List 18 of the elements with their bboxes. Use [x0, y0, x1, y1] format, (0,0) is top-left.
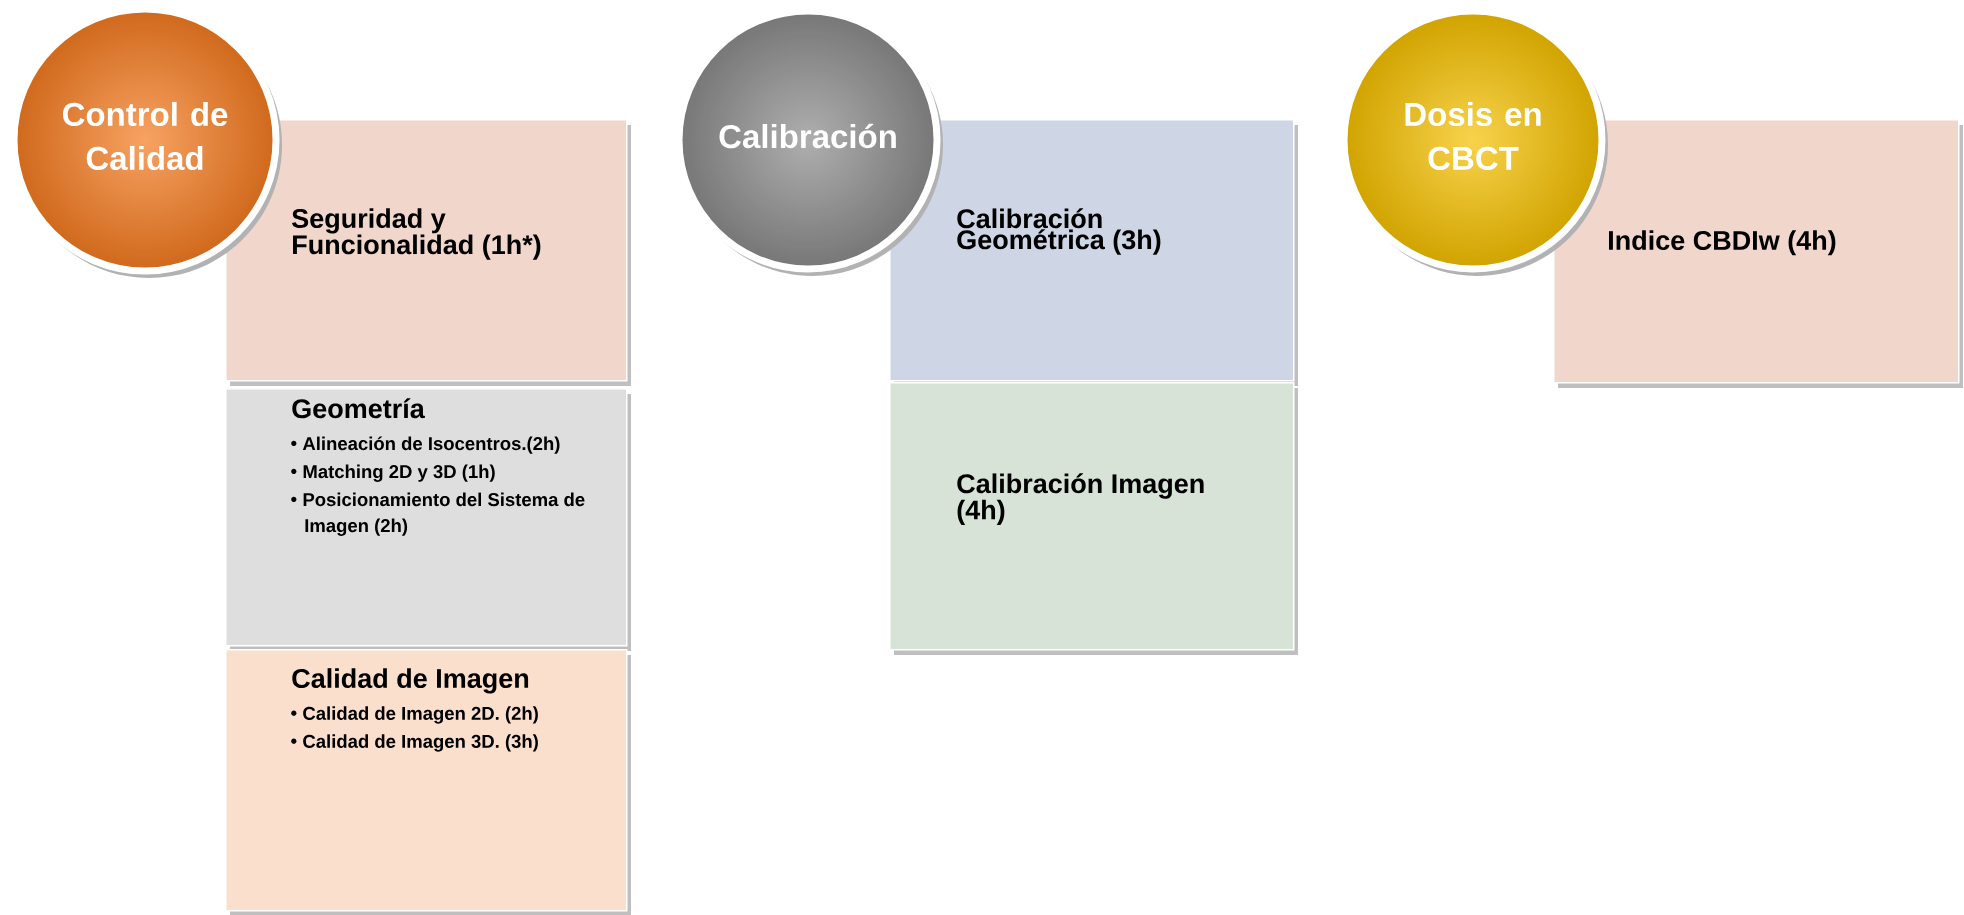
- box-heading: Geometría: [292, 398, 425, 419]
- text-box: [1553, 119, 1963, 388]
- circle-label: Dosis en CBCT: [1405, 101, 1541, 171]
- bullet-item: Alineación de Isocentros.(2h): [302, 436, 560, 454]
- box-heading: Calidad de Imagen: [292, 668, 529, 694]
- text-box: [225, 388, 631, 651]
- box-heading: Seguridad y Funcionalidad (1h*): [292, 208, 541, 260]
- box-heading: Calibración Geométrica (3h): [957, 208, 1161, 255]
- box-heading: Indice CBDIw (4h): [1609, 230, 1836, 256]
- box-heading: Calibración Imagen (4h): [957, 473, 1204, 525]
- circle-label: Control de Calidad: [62, 101, 228, 171]
- bullet-item: Posicionamiento del Sistema de Imagen (2h): [303, 492, 585, 536]
- bullet-item: Matching 2D y 3D (1h): [303, 464, 495, 482]
- bullet-item: Calidad de Imagen 2D. (2h): [303, 706, 538, 724]
- bullet-item: Calidad de Imagen 3D. (3h): [303, 734, 538, 752]
- text-box: [889, 382, 1298, 655]
- circle-label: Calibración: [719, 123, 896, 149]
- text-box: [225, 649, 631, 915]
